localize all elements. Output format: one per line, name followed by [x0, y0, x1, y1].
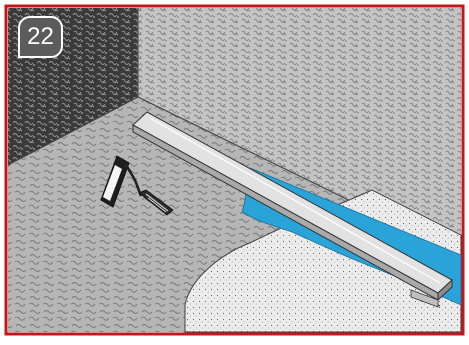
- image-frame: [4, 4, 465, 336]
- back-wall-right: [138, 8, 461, 255]
- step-number-badge: 22: [18, 16, 63, 58]
- floor-edge-left: [7, 96, 139, 166]
- screed-area: [184, 189, 462, 333]
- drain-channel-profile: [132, 111, 453, 308]
- paint-roller-icon: [100, 155, 174, 216]
- step-number: 22: [27, 23, 54, 50]
